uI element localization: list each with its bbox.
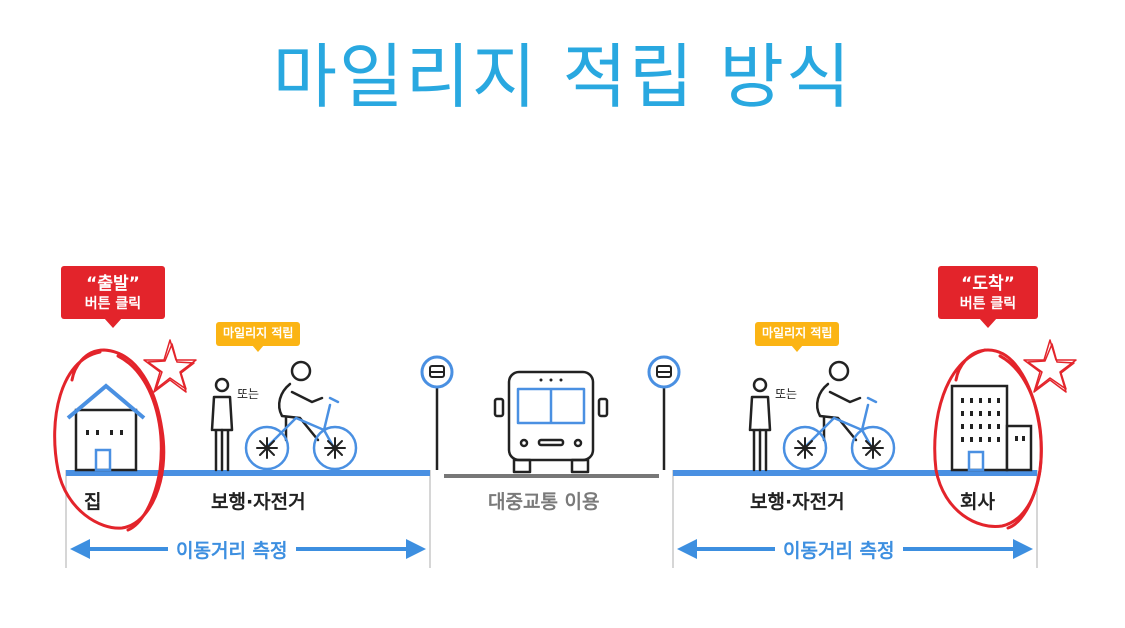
road-transit: [444, 474, 659, 478]
pedestrian-icon: [210, 377, 234, 472]
label-walk-bike-left: 보행·자전거: [211, 491, 306, 513]
road-right: [673, 470, 1037, 476]
mileage-tag-right: 마일리지 적립: [755, 322, 840, 352]
end-callout-quote: “도착”: [961, 274, 1015, 294]
start-callout: “출발” 버튼 클릭: [61, 266, 165, 329]
bus-icon: [493, 370, 609, 474]
start-callout-sub: 버튼 클릭: [84, 296, 142, 313]
mileage-tag-left: 마일리지 적립: [216, 322, 301, 352]
house-icon: [66, 383, 146, 472]
bus-stop-sign-icon: [647, 355, 681, 470]
end-highlight-circle: [933, 348, 1043, 530]
or-text-right: 또는: [775, 387, 798, 401]
start-callout-quote: “출발”: [86, 274, 140, 294]
label-company: 회사: [960, 491, 995, 513]
office-building-icon: [950, 384, 1033, 472]
road-left: [66, 470, 430, 476]
measure-label-right: 이동거리 측정: [775, 536, 903, 563]
star-scribble-icon: [1023, 339, 1077, 393]
page-title: 마일리지 적립 방식: [272, 36, 853, 118]
end-callout: “도착” 버튼 클릭: [938, 266, 1038, 329]
end-callout-sub: 버튼 클릭: [959, 296, 1017, 313]
label-walk-bike-right: 보행·자전거: [750, 491, 845, 513]
bus-stop-sign-icon: [420, 355, 454, 470]
cyclist-icon: [244, 360, 358, 471]
cyclist-icon: [782, 360, 896, 471]
measure-label-left: 이동거리 측정: [168, 536, 296, 563]
label-transit: 대중교통 이용: [488, 491, 600, 513]
label-home: 집: [84, 491, 102, 513]
star-scribble-icon: [143, 339, 197, 393]
or-text-left: 또는: [237, 387, 260, 401]
pedestrian-icon: [748, 377, 772, 472]
start-highlight-circle: [53, 348, 166, 532]
